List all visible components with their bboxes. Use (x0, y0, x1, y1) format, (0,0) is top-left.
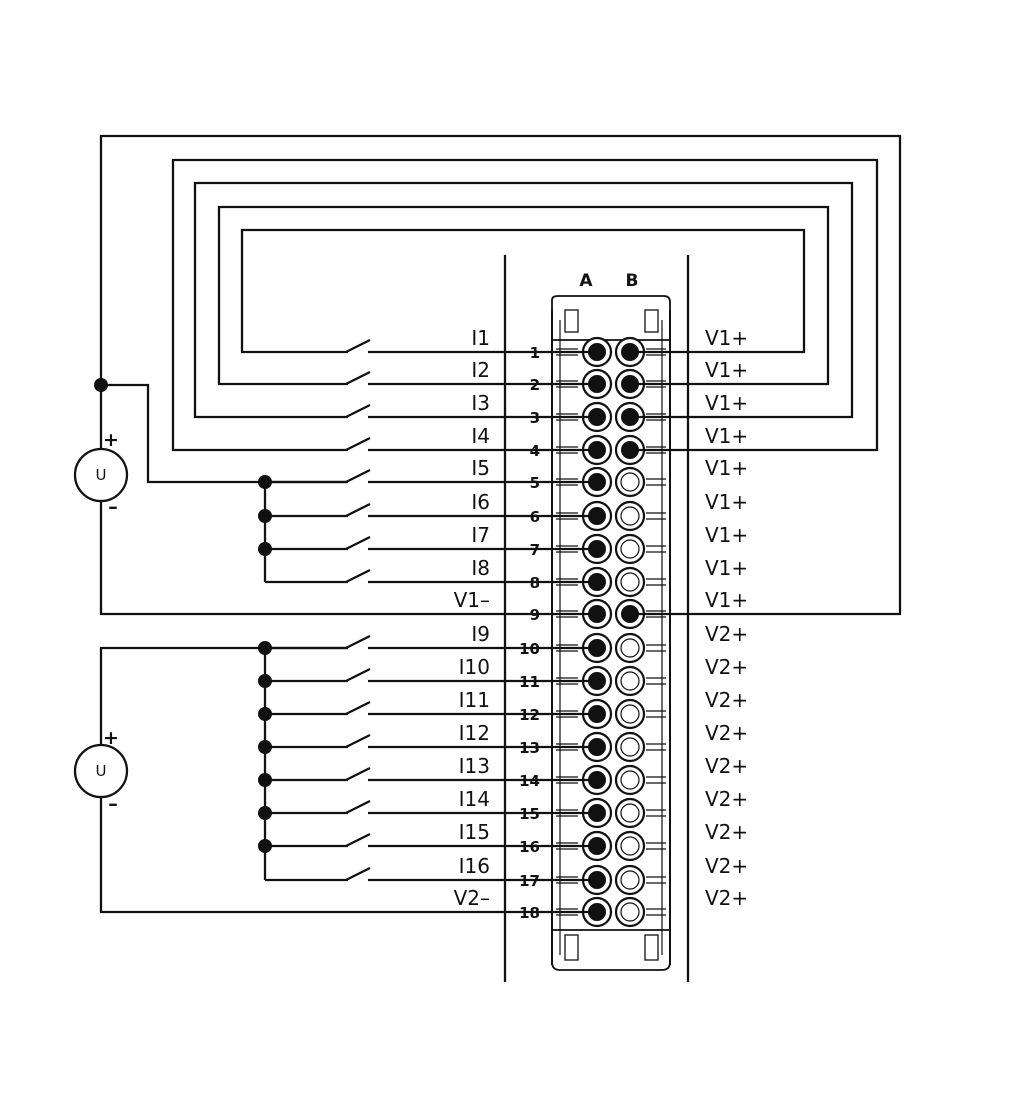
terminal-number: 3 (530, 409, 540, 427)
loop-wires (171, 158, 879, 452)
terminal-right-label: V2+ (705, 721, 748, 745)
switch-I16 (345, 866, 371, 882)
switch-I13 (345, 766, 371, 782)
terminal-right-label: V1+ (705, 424, 748, 448)
terminal-number: 4 (530, 442, 540, 460)
switch-I6 (345, 502, 371, 518)
junction-dot (258, 509, 272, 523)
junction-dot (258, 475, 272, 489)
junction-dot (258, 542, 272, 556)
terminal-left-label: I2 (471, 358, 490, 382)
terminal-number: 17 (519, 872, 540, 890)
terminal-number: 6 (530, 508, 540, 526)
terminal-left-label: I8 (471, 556, 490, 580)
terminal-number: 18 (519, 904, 540, 922)
terminal-number: 10 (519, 640, 540, 658)
switch-I2 (345, 370, 371, 386)
switch-I1 (345, 338, 371, 354)
terminal-left-label: I15 (459, 820, 490, 844)
terminal-number: 16 (519, 838, 540, 856)
switch-I9 (345, 634, 371, 650)
terminal-right-label: V2+ (705, 820, 748, 844)
switch-I3 (345, 403, 371, 419)
supply-1-wiring (94, 134, 902, 616)
junction-dot (258, 839, 272, 853)
terminal-left-label: V1– (454, 588, 490, 612)
terminal-right-label: V1+ (705, 588, 748, 612)
terminal-right-label: V1+ (705, 358, 748, 382)
terminal-number: 8 (530, 574, 540, 592)
junction-dot (258, 740, 272, 754)
junction-dot (258, 641, 272, 655)
switch-I5 (345, 468, 371, 484)
voltage-source-1: U + – (73, 429, 129, 518)
switch-I7 (345, 535, 371, 551)
terminal-right-label: V2+ (705, 854, 748, 878)
switch-I4 (345, 436, 371, 452)
terminal-number: 13 (519, 739, 540, 757)
terminal-right-label: V1+ (705, 326, 748, 350)
terminal-right-label: V2+ (705, 622, 748, 646)
terminal-left-label: I9 (471, 622, 490, 646)
terminal-left-label: I12 (459, 721, 490, 745)
junction-dot (258, 674, 272, 688)
terminal-left-label: I4 (471, 424, 490, 448)
terminal-left-label: I7 (471, 523, 490, 547)
switch-I11 (345, 700, 371, 716)
terminal-number: 11 (519, 673, 540, 691)
terminal-right-label: V1+ (705, 556, 748, 580)
terminal-number: 12 (519, 706, 540, 724)
terminal-number: 7 (530, 541, 540, 559)
source-2-label: U (96, 762, 107, 780)
switch-I12 (345, 733, 371, 749)
switch-I8 (345, 568, 371, 584)
voltage-source-2: U + – (73, 727, 129, 815)
terminal-number: 9 (530, 606, 540, 624)
terminal-number: 14 (519, 772, 540, 790)
terminal-number: 1 (530, 344, 540, 362)
terminal-right-label: V1+ (705, 391, 748, 415)
terminal-pins (556, 336, 666, 928)
terminal-left-label: I14 (459, 787, 490, 811)
terminal-rows: I11V1+I22V1+I33V1+I44V1+I55V1+I66V1+I77V… (258, 326, 748, 922)
terminal-right-label: V2+ (705, 886, 748, 910)
column-a-label: A (579, 271, 593, 291)
column-b-label: B (626, 271, 639, 291)
terminal-left-label: I1 (471, 326, 490, 350)
terminal-left-label: I5 (471, 456, 490, 480)
terminal-right-label: V2+ (705, 754, 748, 778)
terminal-right-label: V1+ (705, 523, 748, 547)
junction-dot (258, 707, 272, 721)
source-2-minus: – (108, 793, 118, 815)
terminal-left-label: I10 (459, 655, 490, 679)
terminal-number: 15 (519, 805, 540, 823)
terminal-connector (551, 295, 671, 971)
junction-dot (258, 806, 272, 820)
switch-I15 (345, 832, 371, 848)
terminal-left-label: I6 (471, 490, 490, 514)
terminal-left-label: I11 (459, 688, 490, 712)
junction-dot (258, 773, 272, 787)
terminal-right-label: V1+ (705, 456, 748, 480)
source-2-plus: + (103, 727, 119, 749)
switch-I14 (345, 799, 371, 815)
terminal-number: 5 (530, 474, 540, 492)
terminal-right-label: V2+ (705, 688, 748, 712)
terminal-right-label: V2+ (705, 787, 748, 811)
terminal-right-label: V2+ (705, 655, 748, 679)
terminal-number: 2 (530, 376, 540, 394)
terminal-left-label: I16 (459, 854, 490, 878)
terminal-left-label: V2– (454, 886, 490, 910)
terminal-left-label: I13 (459, 754, 490, 778)
terminal-right-label: V1+ (705, 490, 748, 514)
terminal-left-label: I3 (471, 391, 490, 415)
source-1-minus: – (108, 496, 118, 518)
switch-I10 (345, 667, 371, 683)
source-1-label: U (96, 466, 107, 484)
source-1-plus: + (103, 429, 119, 451)
